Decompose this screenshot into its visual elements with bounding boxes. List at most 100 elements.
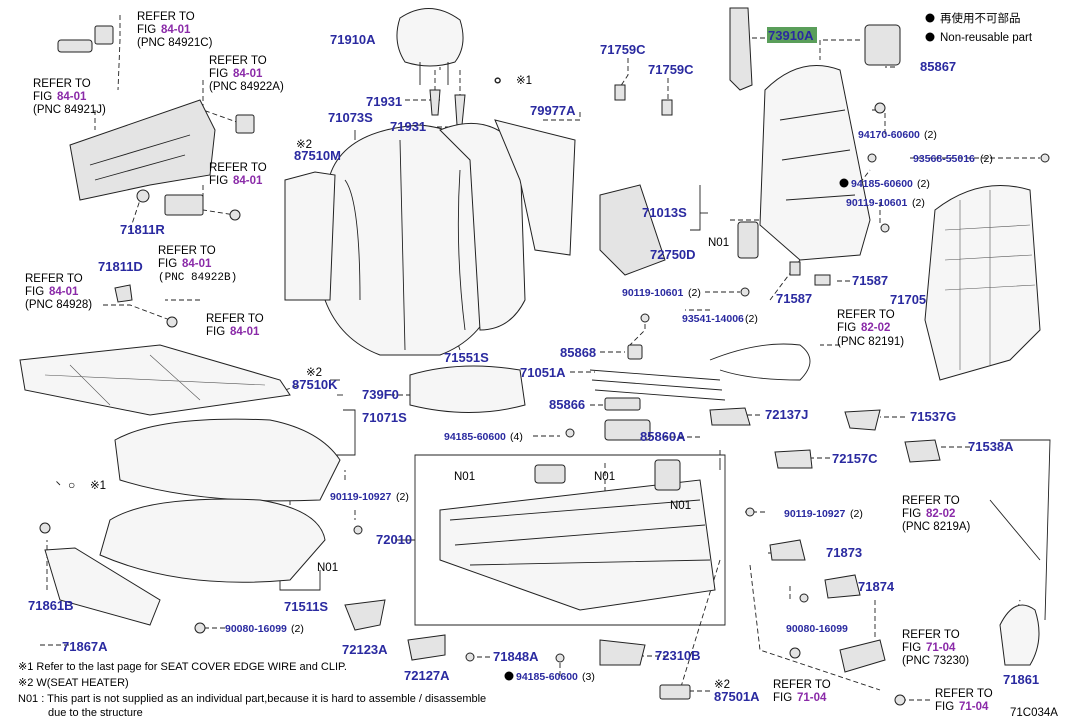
non-reusable-dot-icon <box>504 671 514 681</box>
label-71013s[interactable]: 71013S <box>642 205 687 220</box>
label-94185-60600-b[interactable]: 94185-60600 <box>444 431 506 443</box>
label-90119-10927-b[interactable]: 90119-10927 <box>784 508 845 520</box>
marker-note2-c: ※2 <box>714 679 730 691</box>
qty-94170: (2) <box>924 129 937 141</box>
label-71873[interactable]: 71873 <box>826 545 862 560</box>
ref-fig-number[interactable]: 71-04 <box>797 692 827 704</box>
label-90119-10601-b[interactable]: 90119-10601 <box>622 287 683 299</box>
qty-90119-10927-b: (2) <box>850 508 863 520</box>
label-94170-60600[interactable]: 94170-60600 <box>858 129 920 141</box>
ref-71-04-b[interactable]: REFER TO FIG 71-04 <box>935 688 993 713</box>
label-739f0[interactable]: 739F0 <box>362 387 399 402</box>
ref-fig-number[interactable]: 84-01 <box>182 258 212 270</box>
ref-84-01-b[interactable]: REFER TO FIG 84-01 <box>206 313 264 338</box>
label-71867a[interactable]: 71867A <box>62 639 108 654</box>
seatback-board-71705 <box>924 185 1041 381</box>
ref-fig-number[interactable]: 84-01 <box>233 175 263 187</box>
label-93541-14006[interactable]: 93541-14006 <box>682 313 744 325</box>
ref-71-04-a[interactable]: REFER TO FIG 71-04 <box>773 679 831 704</box>
headrest-71910a <box>396 8 464 85</box>
label-71538a[interactable]: 71538A <box>968 439 1014 454</box>
cushion-cover-71071s <box>114 418 341 502</box>
label-94185-60600-c[interactable]: 94185-60600 <box>516 671 578 683</box>
label-71511s[interactable]: 71511S <box>284 599 328 614</box>
label-90080-16099-b[interactable]: 90080-16099 <box>786 623 848 635</box>
label-71759c-b[interactable]: 71759C <box>648 62 694 77</box>
label-71874[interactable]: 71874 <box>858 579 895 594</box>
marker-note2-b: ※2 <box>306 367 322 379</box>
seatback-pad <box>439 122 526 331</box>
label-71051a[interactable]: 71051A <box>520 365 566 380</box>
ref-84-01-a[interactable]: REFER TO FIG 84-01 <box>209 162 267 187</box>
ref-fig-number[interactable]: 84-01 <box>233 68 263 80</box>
label-71861[interactable]: 71861 <box>1003 672 1039 687</box>
label-71537g[interactable]: 71537G <box>910 409 956 424</box>
ref-fig-number[interactable]: 71-04 <box>926 642 956 654</box>
label-87510m[interactable]: 87510M <box>294 148 341 163</box>
label-71073s[interactable]: 71073S <box>328 110 373 125</box>
label-73910a[interactable]: 73910A <box>768 28 814 43</box>
seat-adjuster-72010 <box>439 459 716 611</box>
label-94185-60600[interactable]: 94185-60600 <box>851 178 913 190</box>
marker-note1: ※1 <box>516 75 532 87</box>
label-90080-16099[interactable]: 90080-16099 <box>225 623 287 635</box>
ref-text: REFER TO <box>33 78 91 90</box>
ref-fig-number[interactable]: 71-04 <box>959 701 989 713</box>
label-72123a[interactable]: 72123A <box>342 642 388 657</box>
label-90119-10927[interactable]: 90119-10927 <box>330 491 391 503</box>
ref-fig-number[interactable]: 84-01 <box>49 286 79 298</box>
ref-8219a[interactable]: REFER TO FIG 82-02 (PNC 8219A) <box>902 495 971 533</box>
ref-84921j[interactable]: REFER TO FIG 84-01 (PNC 84921J) <box>33 78 106 116</box>
airbag-73910a <box>729 7 753 91</box>
label-71705[interactable]: 71705 <box>890 292 926 307</box>
label-79977a[interactable]: 79977A <box>530 103 576 118</box>
label-71931-b[interactable]: 71931 <box>390 119 426 134</box>
ref-84928[interactable]: REFER TO FIG 84-01 (PNC 84928) <box>25 273 92 311</box>
ref-82191[interactable]: REFER TO FIG 82-02 (PNC 82191) <box>837 309 904 348</box>
label-72310b[interactable]: 72310B <box>655 648 701 663</box>
ref-84921c[interactable]: REFER TO FIG 84-01 (PNC 84921C) <box>137 11 213 49</box>
label-71861b[interactable]: 71861B <box>28 598 74 613</box>
label-71551s[interactable]: 71551S <box>444 350 489 365</box>
label-71910a[interactable]: 71910A <box>330 32 376 47</box>
ref-84922a[interactable]: REFER TO FIG 84-01 (PNC 84922A) <box>209 55 284 93</box>
motor-85867 <box>864 24 901 66</box>
ref-pnc: (PNC 8219A) <box>902 521 971 533</box>
label-72127a[interactable]: 72127A <box>404 668 450 683</box>
label-93568-55016[interactable]: 93568-55016 <box>913 153 975 165</box>
front-trim-71861b <box>44 547 161 626</box>
label-71931[interactable]: 71931 <box>366 94 402 109</box>
qty-93568: (2) <box>980 153 993 165</box>
label-87501a[interactable]: 87501A <box>714 689 760 704</box>
label-85867[interactable]: 85867 <box>920 59 956 74</box>
ref-84922b[interactable]: REFER TO FIG 84-01 (PNC 84922B) <box>158 245 237 284</box>
ref-73230[interactable]: REFER TO FIG 71-04 (PNC 73230) <box>902 629 969 667</box>
label-71848a[interactable]: 71848A <box>493 649 539 664</box>
label-71071s[interactable]: 71071S <box>362 410 407 425</box>
label-72157c[interactable]: 72157C <box>832 451 878 466</box>
label-90119-10601[interactable]: 90119-10601 <box>846 197 907 209</box>
label-85868[interactable]: 85868 <box>560 345 596 360</box>
label-72010[interactable]: 72010 <box>376 532 412 547</box>
label-71811r[interactable]: 71811R <box>120 222 165 237</box>
label-87510k[interactable]: 87510K <box>292 377 338 392</box>
ref-fig-number[interactable]: 84-01 <box>161 24 191 36</box>
qty-90080-a: (2) <box>291 623 304 635</box>
label-71811d[interactable]: 71811D <box>98 259 143 274</box>
ref-fig-number[interactable]: 82-02 <box>861 322 890 334</box>
footnote-3: N01 : This part is not supplied as an in… <box>18 693 486 705</box>
footnote-1: ※1 Refer to the last page for SEAT COVER… <box>18 661 347 673</box>
ref-fig-number[interactable]: 84-01 <box>230 326 260 338</box>
ref-fig-number[interactable]: 82-02 <box>926 508 955 520</box>
label-85860a[interactable]: 85860A <box>640 429 686 444</box>
label-85866[interactable]: 85866 <box>549 397 585 412</box>
lumbar-72750d <box>599 184 666 276</box>
label-71759c[interactable]: 71759C <box>600 42 646 57</box>
legend-non-reusable-en: Non-reusable part <box>940 32 1033 44</box>
legend-dot-icon <box>925 32 935 42</box>
ref-fig-number[interactable]: 84-01 <box>57 91 87 103</box>
label-72750d[interactable]: 72750D <box>650 247 696 262</box>
label-71587[interactable]: 71587 <box>852 273 888 288</box>
label-72137j[interactable]: 72137J <box>765 407 808 422</box>
label-71587-b[interactable]: 71587 <box>776 291 812 306</box>
